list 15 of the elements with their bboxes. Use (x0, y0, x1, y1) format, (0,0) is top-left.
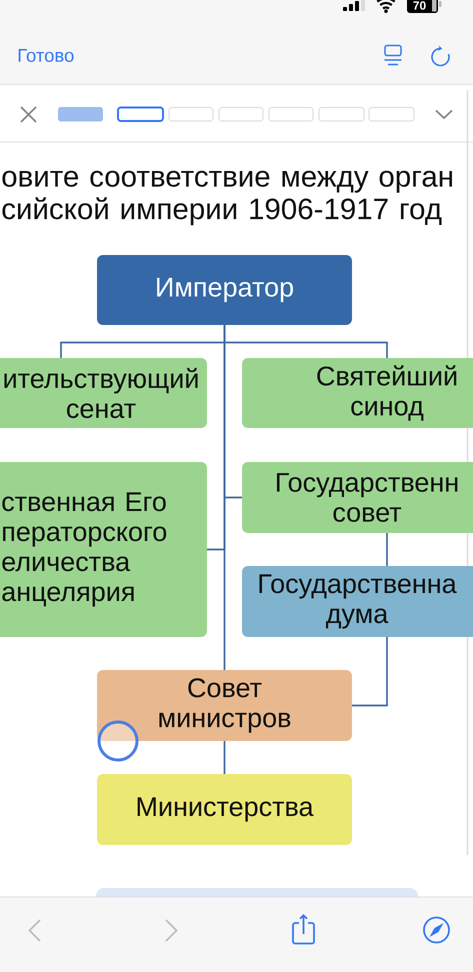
question-text: овите соответствие между орган сийской империи 1906-1917 год (2, 170, 452, 226)
org-box: Государственн совет (242, 462, 473, 533)
org-box: ственная Его ператорского еличества анцелярия (0, 462, 207, 637)
org-box: Государственна дума (242, 566, 473, 637)
battery-indicator: 70 (407, 0, 442, 14)
done-label: Готово (18, 49, 74, 62)
connector-line (224, 741, 226, 774)
org-box: Святейший синод (242, 358, 473, 428)
org-box: Совет министров (97, 670, 352, 741)
org-box: Император (97, 255, 352, 325)
connector-line (386, 533, 388, 566)
connector-line (352, 637, 388, 706)
org-box: ительствующий сенат (0, 358, 207, 428)
connector-line (224, 325, 226, 670)
org-box: Министерства (97, 774, 352, 845)
